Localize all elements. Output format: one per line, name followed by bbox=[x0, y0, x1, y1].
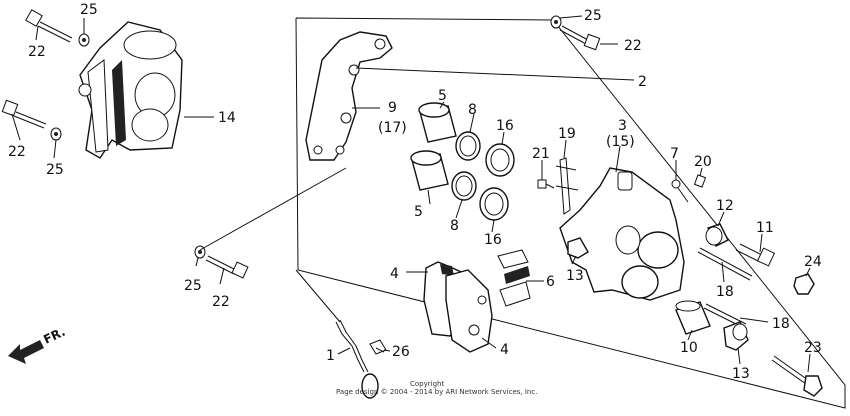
callout-25-lower-left: 25 bbox=[46, 162, 64, 178]
callout-22-upper-left: 22 bbox=[28, 44, 46, 60]
callout-25-upper-left: 25 bbox=[80, 2, 98, 18]
callout-7: 7 bbox=[670, 146, 679, 162]
part-5-piston-upper[interactable] bbox=[418, 102, 457, 143]
callout-16-lower: 16 bbox=[484, 232, 502, 248]
part-8-piston-seal-lower[interactable] bbox=[451, 171, 477, 201]
part-8-piston-seal-upper[interactable] bbox=[455, 131, 481, 161]
part-3-caliper-body[interactable] bbox=[559, 167, 685, 301]
part-23-mounting-bolt[interactable] bbox=[771, 355, 823, 397]
part-22-bolt-lower-right[interactable] bbox=[205, 255, 249, 279]
callout-18-upper: 18 bbox=[716, 284, 734, 300]
callout-26: 26 bbox=[392, 344, 410, 360]
callout-8-lower: 8 bbox=[450, 218, 459, 234]
callout-19: 19 bbox=[558, 126, 576, 142]
callout-23: 23 bbox=[804, 340, 822, 356]
callout-5-lower: 5 bbox=[414, 204, 423, 220]
callout-15: (15) bbox=[606, 134, 635, 150]
part-7-pin-clip[interactable] bbox=[671, 179, 689, 203]
callout-2: 2 bbox=[638, 74, 647, 90]
callout-10: 10 bbox=[680, 340, 698, 356]
callout-25-upper-right: 25 bbox=[584, 8, 602, 24]
part-6-pad-shim[interactable] bbox=[497, 249, 531, 307]
part-4-brake-pad-inner[interactable] bbox=[445, 269, 493, 353]
part-19-pad-spring[interactable] bbox=[555, 157, 579, 215]
part-12-pin-boot[interactable] bbox=[705, 223, 729, 247]
part-5-piston-lower[interactable] bbox=[410, 150, 449, 191]
leader-lines bbox=[11, 15, 811, 373]
part-22-bolt-upper-right[interactable] bbox=[559, 25, 601, 51]
copyright-line-1: Copyright bbox=[410, 380, 444, 388]
callout-1: 1 bbox=[326, 348, 335, 364]
callout-4-upper: 4 bbox=[390, 266, 399, 282]
assembly-boundary-line bbox=[295, 17, 846, 409]
callout-14: 14 bbox=[218, 110, 236, 126]
callout-3: 3 bbox=[618, 118, 627, 134]
callout-13-upper: 13 bbox=[566, 268, 584, 284]
part-10-sleeve[interactable] bbox=[675, 300, 711, 335]
part-18-pad-pin-upper[interactable] bbox=[697, 247, 753, 281]
part-21-bleed-screw[interactable] bbox=[537, 179, 555, 189]
part-25-washer-upper-left[interactable] bbox=[78, 33, 90, 47]
fr-arrow-icon bbox=[8, 340, 44, 364]
callout-22-upper-right: 22 bbox=[624, 38, 642, 54]
callout-17: (17) bbox=[378, 120, 407, 136]
callout-5-upper: 5 bbox=[438, 88, 447, 104]
callout-12: 12 bbox=[716, 198, 734, 214]
part-16-dust-seal-lower[interactable] bbox=[479, 187, 509, 221]
callout-6: 6 bbox=[546, 274, 555, 290]
part-22-bolt-lower-left[interactable] bbox=[1, 99, 47, 129]
callout-24: 24 bbox=[804, 254, 822, 270]
front-direction-arrow: FR. bbox=[8, 325, 67, 364]
part-25-washer-upper-right[interactable] bbox=[550, 15, 562, 29]
callout-22-lower-left: 22 bbox=[8, 144, 26, 160]
callout-21: 21 bbox=[532, 146, 550, 162]
callout-20: 20 bbox=[694, 154, 712, 170]
part-14-caliper-assembly[interactable] bbox=[78, 21, 183, 159]
callout-25-lower-right: 25 bbox=[184, 278, 202, 294]
callout-4-lower: 4 bbox=[500, 342, 509, 358]
part-22-bolt-upper-left[interactable] bbox=[25, 9, 73, 43]
callout-18-lower: 18 bbox=[772, 316, 790, 332]
part-9-caliper-bracket[interactable] bbox=[305, 31, 393, 161]
callout-11: 11 bbox=[756, 220, 774, 236]
callout-8-upper: 8 bbox=[468, 102, 477, 118]
part-24-cap-nut[interactable] bbox=[793, 273, 815, 295]
part-1-wear-sensor[interactable] bbox=[335, 319, 379, 399]
callout-9: 9 bbox=[388, 100, 397, 116]
part-26-sensor-bolt[interactable] bbox=[369, 339, 387, 355]
part-11-slide-pin[interactable] bbox=[735, 243, 776, 267]
copyright-line-2: Page design © 2004 - 2014 by ARI Network… bbox=[336, 388, 537, 396]
fr-label: FR. bbox=[41, 325, 67, 347]
part-25-washer-lower-left[interactable] bbox=[50, 127, 62, 141]
part-16-dust-seal-upper[interactable] bbox=[485, 143, 515, 177]
part-13-bushing-upper[interactable] bbox=[567, 237, 589, 259]
part-20-bleed-cap[interactable] bbox=[693, 174, 707, 188]
part-13-bushing-lower[interactable] bbox=[723, 321, 749, 351]
callout-16-upper: 16 bbox=[496, 118, 514, 134]
callout-13-lower: 13 bbox=[732, 366, 750, 382]
callout-22-lower-right: 22 bbox=[212, 294, 230, 310]
